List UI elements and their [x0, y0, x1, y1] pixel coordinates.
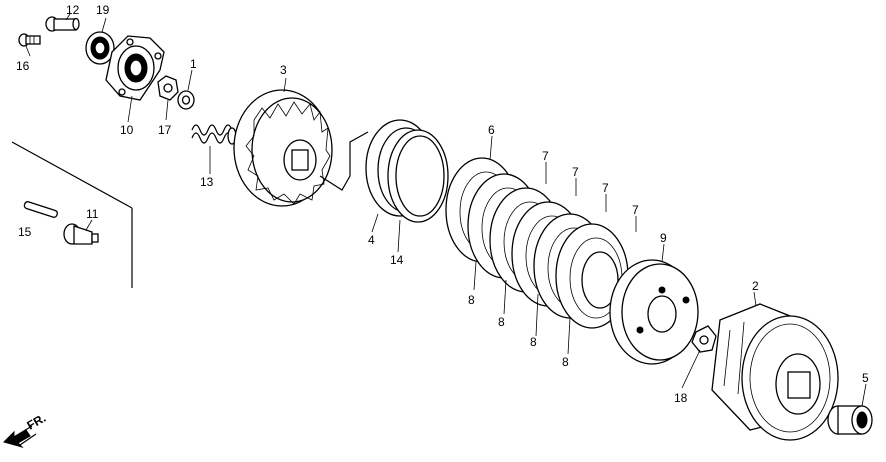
callout-17: 17 [158, 123, 172, 137]
callout-8d: 8 [562, 355, 569, 369]
callout-12: 12 [66, 3, 80, 17]
part-14-judder-spring [387, 129, 449, 223]
callout-labels: 16 12 19 10 17 1 13 3 11 15 4 14 6 7 7 7… [16, 3, 869, 405]
callout-8c: 8 [530, 335, 537, 349]
front-direction-indicator: FR. [3, 411, 49, 448]
callout-11: 11 [86, 207, 99, 221]
part-11-lifter-pin [63, 223, 99, 245]
part-19-bearing [85, 31, 115, 65]
part-18-thrust-washer [691, 325, 717, 353]
front-arrow-icon [3, 425, 37, 448]
pressure-plate-link-line [319, 131, 369, 191]
part-5-collar [827, 405, 873, 435]
callout-7b: 7 [572, 165, 579, 179]
callout-1: 1 [190, 57, 197, 71]
callout-14: 14 [390, 253, 404, 267]
callout-9: 9 [660, 231, 667, 245]
part-9-clutch-center [609, 259, 699, 365]
callout-4: 4 [368, 233, 375, 247]
callout-7d: 7 [632, 203, 639, 217]
callout-18: 18 [674, 391, 688, 405]
part-16-bolt [18, 33, 41, 47]
callout-13: 13 [200, 175, 214, 189]
callout-19: 19 [96, 3, 110, 17]
callout-6: 6 [488, 123, 495, 137]
part-17-nut [157, 75, 179, 101]
callout-8b: 8 [498, 315, 505, 329]
part-8-clutch-plate-3 [555, 223, 629, 329]
callout-7c: 7 [602, 181, 609, 195]
part-3-pressure-plate [233, 89, 333, 207]
crankcase-cover-edge [11, 141, 133, 288]
callout-8a: 8 [468, 293, 475, 307]
callout-2: 2 [752, 279, 759, 293]
leader-lines [25, 13, 867, 407]
callout-16: 16 [16, 59, 30, 73]
callout-5: 5 [862, 371, 869, 385]
part-13-spring [191, 124, 237, 145]
part-10-lifter-plate [105, 35, 165, 101]
part-15-dowel-pin [23, 201, 58, 218]
callout-3: 3 [280, 63, 287, 77]
callout-7a: 7 [542, 149, 549, 163]
callout-10: 10 [120, 123, 134, 137]
callout-15: 15 [18, 225, 32, 239]
part-2-clutch-outer [711, 303, 839, 441]
part-1-washer [177, 90, 195, 110]
front-label: FR. [25, 411, 49, 433]
part-12-bolt [45, 16, 80, 32]
clutch-plate-stack [445, 157, 629, 329]
